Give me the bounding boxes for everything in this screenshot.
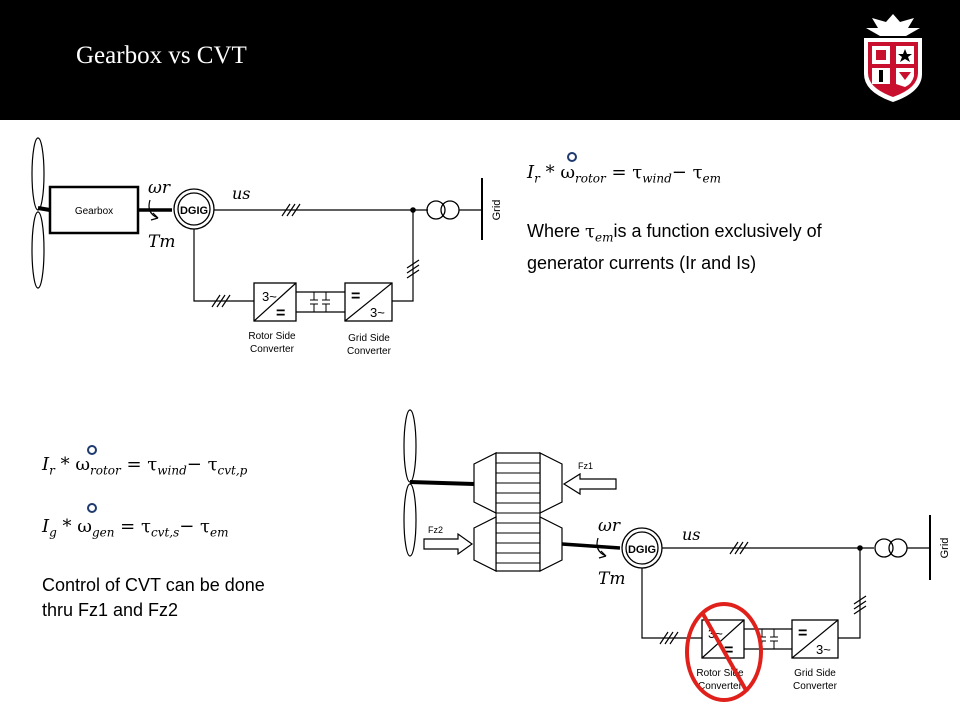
equation-rotor-cvt: Ir * ωrotor = τwind− τcvt,p: [42, 454, 248, 478]
bottom-grid-side-converter: = 3~: [791, 619, 839, 659]
generator-label: DGIG: [180, 205, 208, 217]
top-rotor-side-converter: 3~ =: [253, 282, 297, 322]
svg-text:Converter: Converter: [250, 344, 295, 355]
svg-text:3~: 3~: [370, 305, 385, 320]
svg-text:=: =: [724, 642, 733, 659]
prohibited-rsc-icon: [685, 602, 763, 702]
gsc-caption: Grid Side: [348, 333, 390, 344]
cvt-control-note: Control of CVT can be done thru Fz1 and …: [42, 575, 265, 620]
svg-text:Converter: Converter: [698, 681, 743, 692]
top-wind-turbine-blades: [31, 137, 45, 289]
equation-generator-cvt: Ig * ωgen = τcvt,s− τem: [42, 516, 229, 540]
torque-label: Tm: [148, 232, 175, 252]
bottom-generator: DGIG: [621, 527, 663, 569]
svg-text:=: =: [798, 625, 807, 642]
top-transformer: [426, 200, 460, 220]
svg-text:Rotor Side: Rotor Side: [696, 668, 744, 679]
top-generator: DGIG: [173, 188, 215, 230]
svg-text:Converter: Converter: [347, 346, 392, 357]
fz2-force-arrow: Fz2: [423, 525, 474, 556]
cvt-assembly: [473, 452, 563, 572]
university-shield-logo: [864, 14, 922, 102]
omega-label: ωr: [148, 178, 171, 198]
page-title: Gearbox vs CVT: [76, 42, 247, 69]
svg-text:3~: 3~: [262, 289, 277, 304]
derivative-dot-icon: [87, 503, 97, 513]
svg-text:Tm: Tm: [598, 569, 625, 589]
equation-rotor-gearbox: Ir * ωrotor = τwind− τem: [527, 162, 722, 186]
svg-text:us: us: [682, 525, 701, 544]
svg-text:DGIG: DGIG: [628, 544, 656, 556]
svg-text:Grid Side: Grid Side: [794, 668, 836, 679]
svg-text:=: =: [276, 305, 285, 322]
svg-text:Grid: Grid: [939, 538, 951, 559]
grid-label: Grid: [491, 200, 503, 221]
voltage-label: us: [232, 184, 251, 203]
top-gearbox: Gearbox: [48, 185, 140, 235]
gearbox-label: Gearbox: [75, 206, 113, 217]
svg-text:=: =: [351, 288, 360, 305]
title-bar: Gearbox vs CVT: [0, 0, 960, 120]
bottom-transformer: [874, 538, 908, 558]
fz1-force-arrow: Fz1: [562, 461, 617, 496]
derivative-dot-icon: [567, 152, 577, 162]
top-three-phase-mark: [281, 203, 301, 217]
svg-text:Fz1: Fz1: [578, 461, 593, 471]
svg-text:Converter: Converter: [793, 681, 838, 692]
svg-text:3~: 3~: [816, 642, 831, 657]
where-note: Where τemis a function exclusively of ge…: [527, 221, 822, 273]
svg-text:Fz2: Fz2: [428, 525, 443, 535]
rsc-caption: Rotor Side: [248, 331, 296, 342]
svg-text:ωr: ωr: [598, 516, 621, 536]
derivative-dot-icon: [87, 445, 97, 455]
top-grid-side-converter: = 3~: [344, 282, 393, 322]
